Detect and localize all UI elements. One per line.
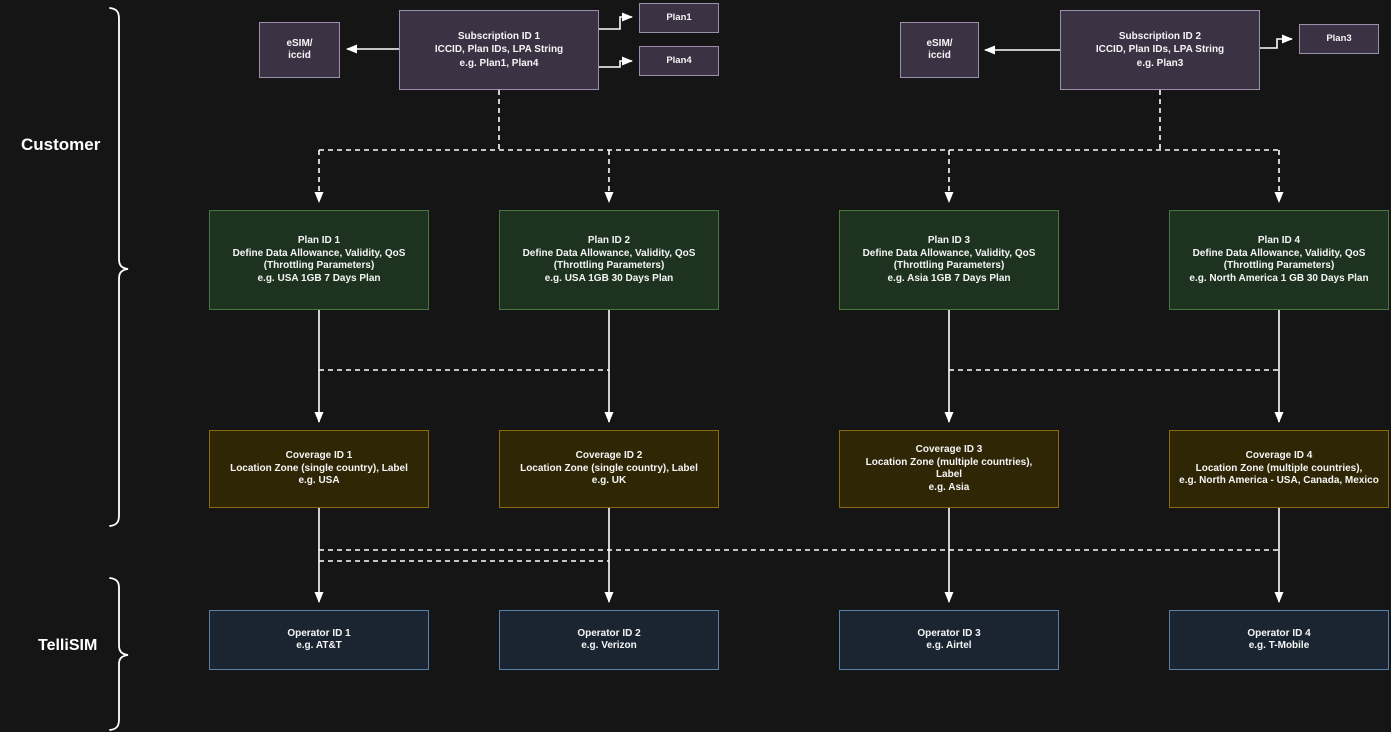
plan-3-line4: e.g. Asia 1GB 7 Days Plan [887, 272, 1011, 284]
subscription-1-title: Subscription ID 1 [457, 30, 541, 42]
plan-2-line3: (Throttling Parameters) [553, 260, 665, 271]
operator-box-4: Operator ID 4 e.g. T-Mobile [1169, 610, 1389, 670]
coverage-4-title: Coverage ID 4 [1245, 450, 1313, 462]
coverage-box-2: Coverage ID 2 Location Zone (single coun… [499, 430, 719, 508]
plan-1-title: Plan ID 1 [297, 235, 341, 246]
subscription-2-line2: ICCID, Plan IDs, LPA String [1095, 44, 1225, 56]
plan-1-line4: e.g. USA 1GB 7 Days Plan [257, 272, 381, 284]
plan-ref-box-plan4: Plan4 [639, 46, 719, 76]
subscription-box-1: Subscription ID 1 ICCID, Plan IDs, LPA S… [399, 10, 599, 90]
plan-box-4: Plan ID 4 Define Data Allowance, Validit… [1169, 210, 1389, 310]
plan-2-line2: Define Data Allowance, Validity, QoS [522, 247, 696, 259]
subscription-1-line3: e.g. Plan1, Plan4 [459, 57, 539, 69]
coverage-1-line3: e.g. USA [298, 475, 340, 487]
customer-section-label: Customer [21, 135, 101, 154]
customer-brace [109, 7, 129, 527]
plan-ref-plan1-label: Plan1 [666, 11, 692, 23]
tellisim-section-label: TelliSIM [38, 637, 98, 654]
subscription-box-2: Subscription ID 2 ICCID, Plan IDs, LPA S… [1060, 10, 1260, 90]
coverage-2-title: Coverage ID 2 [575, 450, 643, 462]
coverage-3-title: Coverage ID 3 [915, 444, 983, 455]
coverage-2-line3: e.g. UK [591, 475, 627, 487]
operator-box-2: Operator ID 2 e.g. Verizon [499, 610, 719, 670]
plan-ref-box-plan1: Plan1 [639, 3, 719, 33]
plan-3-line2: Define Data Allowance, Validity, QoS [862, 247, 1036, 259]
coverage-4-line2: Location Zone (multiple countries), [1195, 462, 1363, 474]
tellisim-brace [109, 577, 129, 731]
subscription-1-line2: ICCID, Plan IDs, LPA String [434, 44, 564, 56]
subscription-2-line3: e.g. Plan3 [1136, 57, 1184, 69]
arrow-subscription1-to-plan1 [599, 12, 633, 30]
plan-4-line3: (Throttling Parameters) [1223, 260, 1335, 271]
operator-4-example: e.g. T-Mobile [1248, 640, 1310, 651]
plan-4-line2: Define Data Allowance, Validity, QoS [1192, 247, 1366, 259]
plan-ref-box-plan3: Plan3 [1299, 24, 1379, 54]
plan-box-1: Plan ID 1 Define Data Allowance, Validit… [209, 210, 429, 310]
coverage-2-line2: Location Zone (single country), Label [520, 462, 698, 474]
subscription-2-title: Subscription ID 2 [1118, 30, 1202, 42]
coverage-3-line2: Location Zone (multiple countries), [865, 456, 1033, 468]
plan-ref-plan3-label: Plan3 [1326, 32, 1352, 44]
esim-1-line2: iccid [288, 50, 311, 61]
operator-3-example: e.g. Airtel [926, 640, 972, 651]
coverage-box-3: Coverage ID 3 Location Zone (multiple co… [839, 430, 1059, 508]
coverage-box-1: Coverage ID 1 Location Zone (single coun… [209, 430, 429, 508]
coverage-1-title: Coverage ID 1 [285, 450, 353, 462]
operator-3-title: Operator ID 3 [917, 627, 981, 639]
coverage-box-4: Coverage ID 4 Location Zone (multiple co… [1169, 430, 1389, 508]
plan-4-line4: e.g. North America 1 GB 30 Days Plan [1189, 272, 1369, 284]
coverage-3-line3: Label [935, 469, 963, 480]
esim-2-line1: eSIM/ [926, 37, 953, 49]
operator-1-example: e.g. AT&T [296, 640, 342, 651]
esim-box-2: eSIM/ iccid [900, 22, 979, 78]
operator-2-title: Operator ID 2 [577, 627, 641, 639]
operator-1-title: Operator ID 1 [287, 627, 351, 639]
plan-2-title: Plan ID 2 [587, 235, 631, 246]
plan-2-line4: e.g. USA 1GB 30 Days Plan [544, 272, 674, 284]
esim-1-line1: eSIM/ [286, 37, 313, 49]
plan-1-line2: Define Data Allowance, Validity, QoS [232, 247, 406, 259]
arrow-subscription2-to-plan3 [1258, 34, 1293, 49]
plan-box-3: Plan ID 3 Define Data Allowance, Validit… [839, 210, 1059, 310]
operator-2-example: e.g. Verizon [581, 640, 637, 651]
plan-3-title: Plan ID 3 [927, 235, 971, 246]
esim-2-line2: iccid [928, 50, 951, 61]
arrow-subscription1-to-plan4 [599, 56, 633, 68]
plan-1-line3: (Throttling Parameters) [263, 260, 375, 271]
plan-4-title: Plan ID 4 [1257, 235, 1301, 246]
coverage-3-line4: e.g. Asia [928, 481, 970, 493]
plan-box-2: Plan ID 2 Define Data Allowance, Validit… [499, 210, 719, 310]
plan-3-line3: (Throttling Parameters) [893, 260, 1005, 271]
plan-ref-plan4-label: Plan4 [666, 54, 692, 66]
operator-box-3: Operator ID 3 e.g. Airtel [839, 610, 1059, 670]
operator-box-1: Operator ID 1 e.g. AT&T [209, 610, 429, 670]
esim-box-1: eSIM/ iccid [259, 22, 340, 78]
coverage-4-line3: e.g. North America - USA, Canada, Mexico [1179, 475, 1379, 487]
operator-4-title: Operator ID 4 [1247, 627, 1311, 639]
coverage-1-line2: Location Zone (single country), Label [230, 462, 408, 474]
